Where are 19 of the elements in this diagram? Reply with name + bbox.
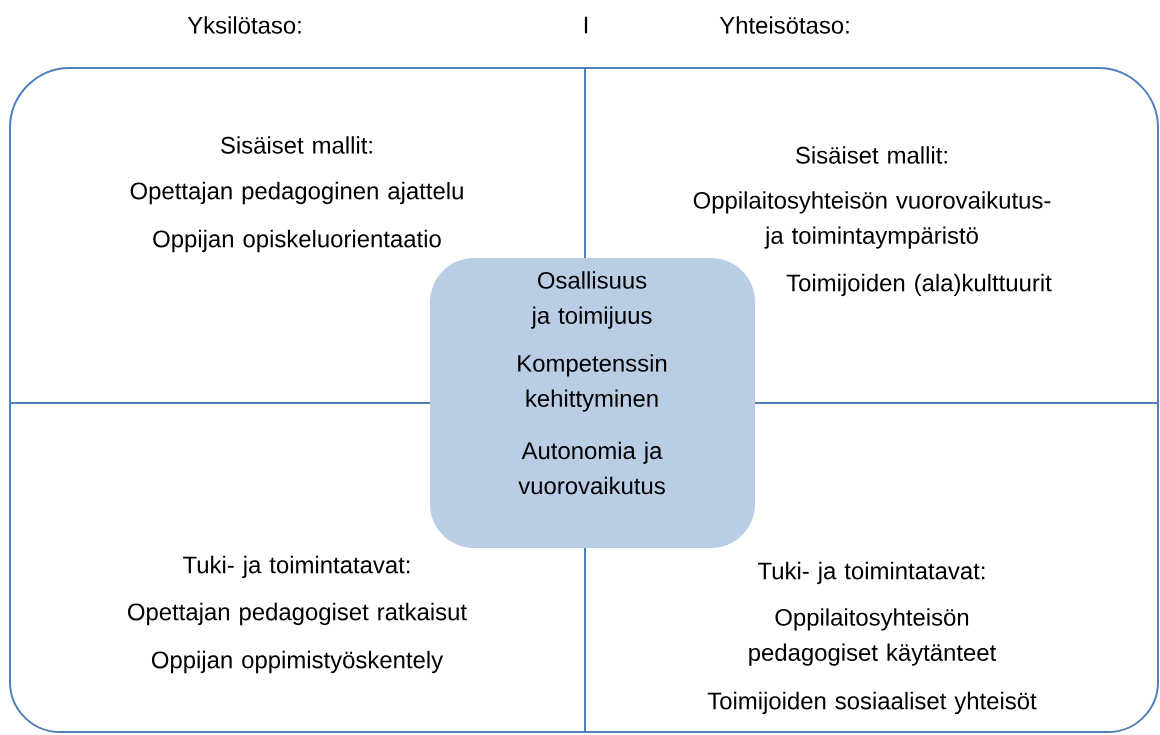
body-text: Opettajan pedagogiset ratkaisut <box>128 602 467 626</box>
heading-text: Sisäiset mallit: <box>221 136 372 154</box>
body-text: Opettajan pedagoginen ajattelu <box>130 181 463 205</box>
body-text: Oppilaitosyhteisön vuorovaikutus- ja toimintaympäristö <box>693 191 1051 249</box>
body-text: Autonomia ja vuorovaikutus <box>518 441 665 495</box>
level-label: Yhteisötaso: <box>719 16 849 34</box>
heading-text: Sisäiset mallit: <box>796 146 947 164</box>
body-text: Oppijan opiskeluorientaatio <box>153 229 441 253</box>
heading-text: Osallisuus ja toimijuus <box>531 271 652 329</box>
body-text: Toimijoiden (ala)kulttuurit <box>786 273 1052 297</box>
heading-text: Tuki- ja toimintatavat: <box>183 555 410 579</box>
body-text: Toimijoiden sosiaaliset yhteisöt <box>707 691 1037 715</box>
body-text: Oppijan oppimistyöskentely <box>151 650 444 674</box>
heading-text: Tuki- ja toimintatavat: <box>758 561 985 585</box>
level-label: I <box>584 16 588 34</box>
center-box <box>429 257 756 549</box>
body-text: Kompetenssin kehittyminen <box>518 354 667 412</box>
body-text: Oppilaitosyhteisön pedagogiset käytänteet <box>749 608 997 666</box>
level-label: Yksilötaso: <box>187 16 301 34</box>
